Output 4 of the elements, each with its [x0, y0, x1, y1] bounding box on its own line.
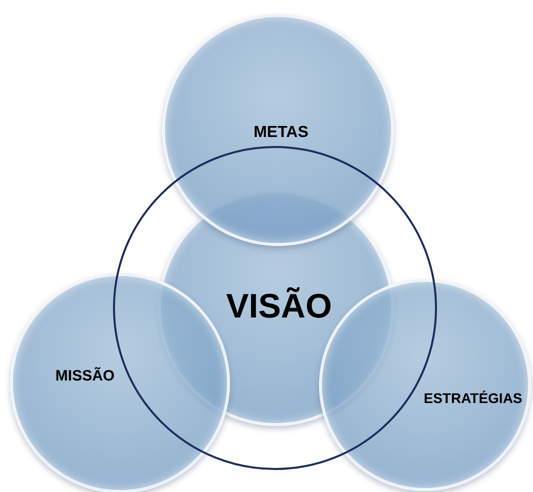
circle-label: ESTRATÉGIAS [424, 390, 522, 406]
center-label: VISÃO [226, 288, 332, 326]
circle-label: METAS [254, 124, 308, 142]
circle-label: MISSÃO [55, 368, 115, 384]
